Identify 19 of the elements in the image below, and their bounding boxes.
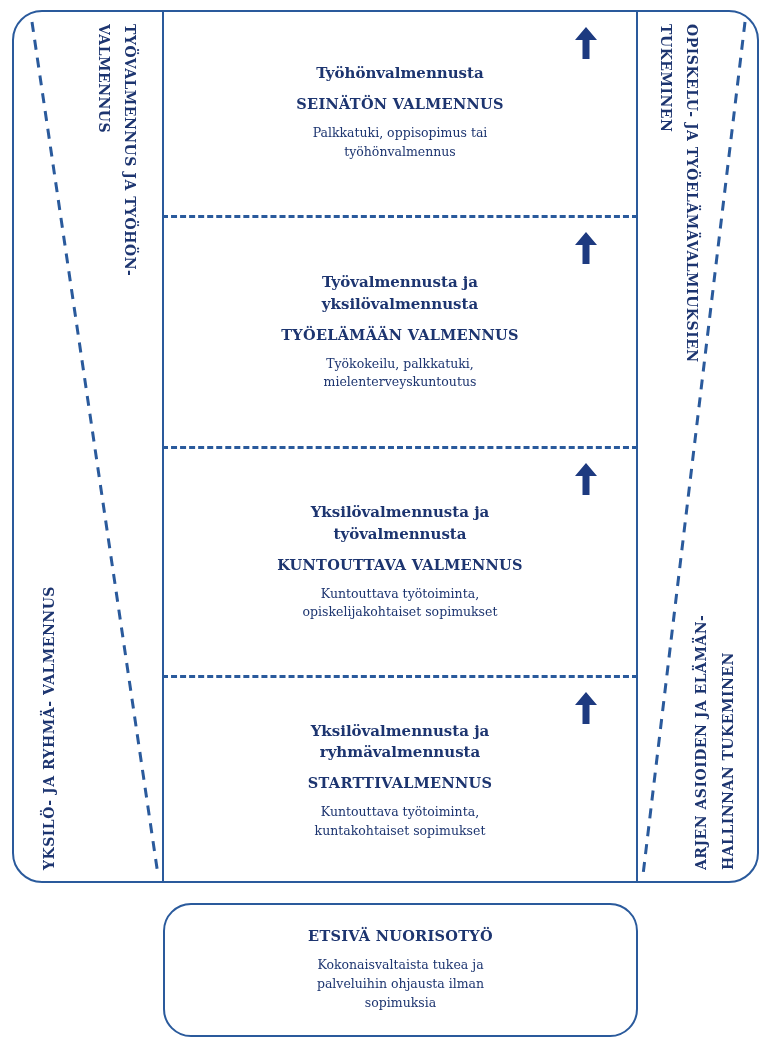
side-label: ARJEN ASIOIDEN JA ELÄMÄN- HALLINNAN TUKEMINEN xyxy=(691,613,737,870)
box-title: ETSIVÄ NUORISOTYÖ xyxy=(308,927,493,945)
level-heading: Yksilövalmennusta ja ryhmävalmennusta xyxy=(309,720,491,764)
side-label: YKSILÖ- JA RYHMÄ- VALMENNUS xyxy=(39,585,58,870)
side-label: OPISKELU- JA TYÖELÄMÄVALMIUKSIEN TUKEMINEN xyxy=(656,24,702,365)
level-description: Palkkatuki, oppisopimus tai työhönvalmennus xyxy=(311,124,489,161)
level-description: Kuntouttava työtoiminta, kuntakohtaiset sopimukset xyxy=(313,803,487,840)
level-heading: Työvalmennusta ja yksilövalmennusta xyxy=(320,272,480,315)
level-title: KUNTOUTTAVA VALMENNUS xyxy=(277,555,523,573)
box-description: Kokonaisvaltaista tukea ja palveluihin ohjausta ilman sopimuksia xyxy=(315,956,486,1012)
base-box xyxy=(163,903,638,1037)
side-label: TYÖVALMENNUS JA TYÖHÖN- VALMENNUS xyxy=(94,24,140,279)
level-title: STARTTIVALMENNUS xyxy=(307,774,493,791)
level-heading: Yksilövalmennusta ja työvalmennusta xyxy=(309,502,491,545)
level-description: Työkokeilu, palkkatuki, mielenterveyskuntoutus xyxy=(322,354,478,392)
level-title: SEINÄTÖN VALMENNUS xyxy=(296,95,504,113)
level-title: TYÖELÄMÄÄN VALMENNUS xyxy=(281,325,519,343)
level-heading: Työhönvalmennusta xyxy=(316,63,484,85)
level-description: Kuntouttava työtoiminta, opiskelijakohtaiset sopimukset xyxy=(301,584,499,622)
